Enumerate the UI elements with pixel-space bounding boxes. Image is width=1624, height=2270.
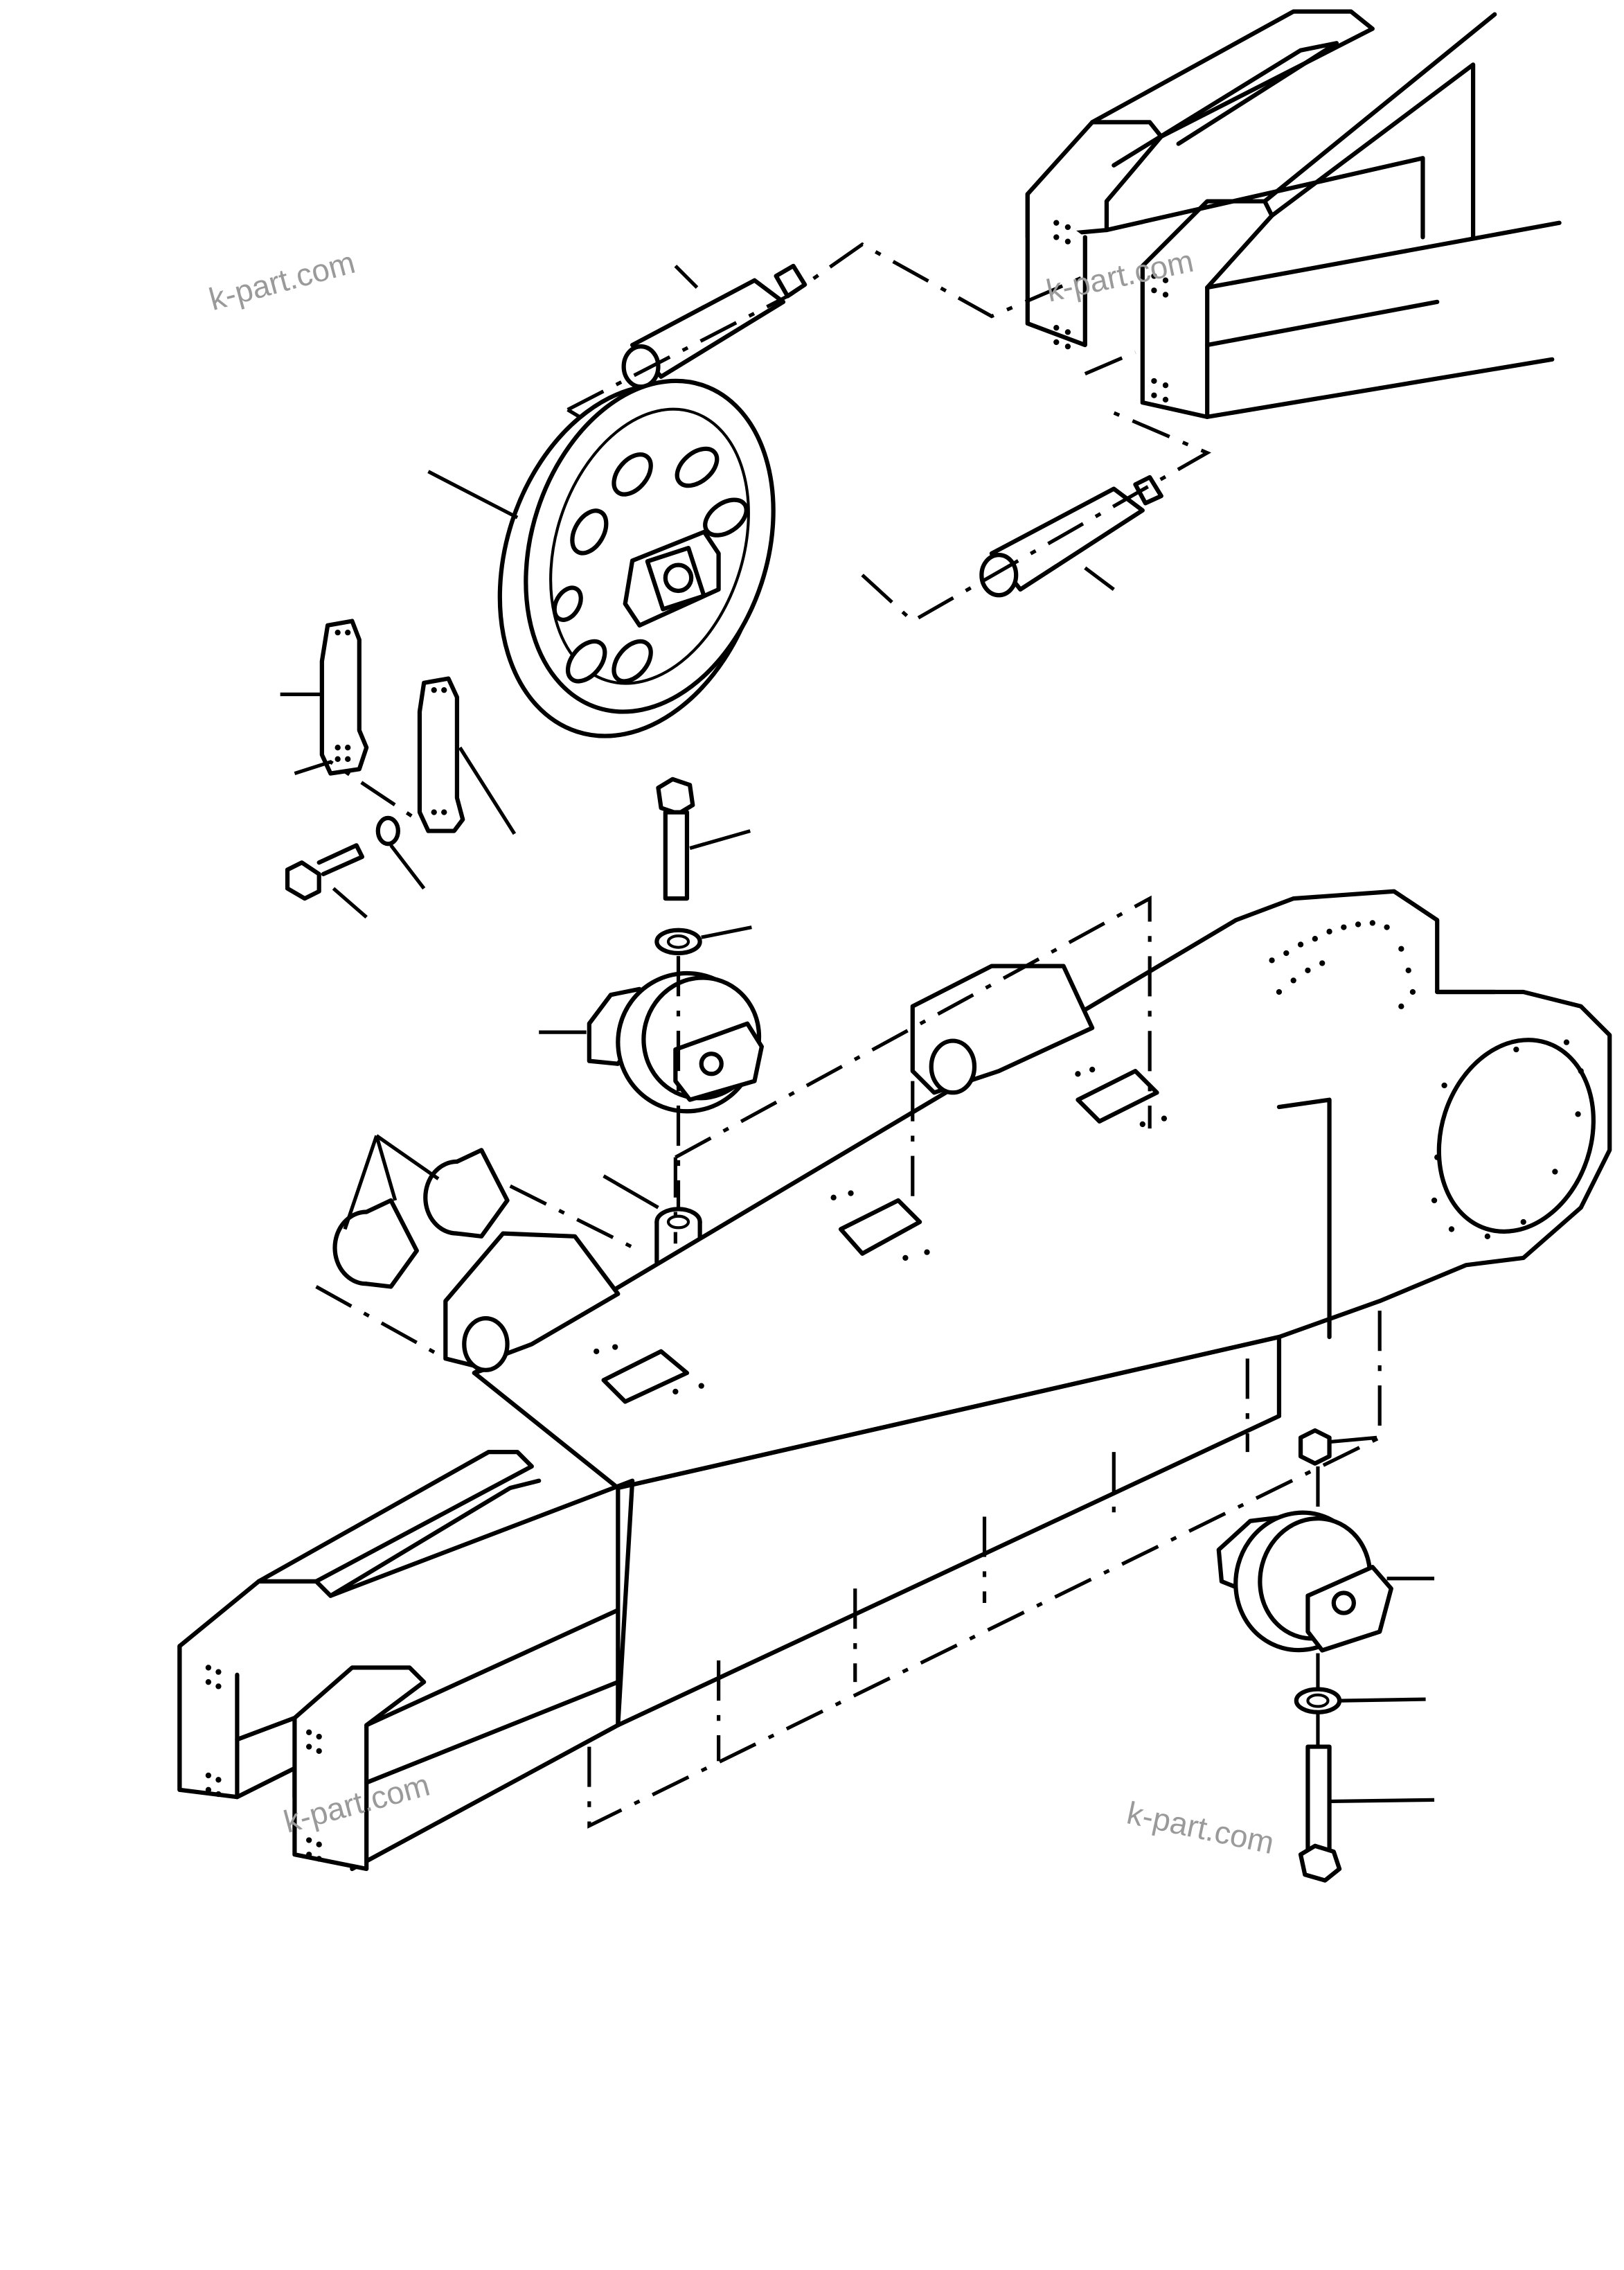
carrier-roller-lower bbox=[1216, 1510, 1435, 1653]
watermark-top-left: k-part.com bbox=[206, 245, 359, 317]
hex-bolt-lower bbox=[1298, 1744, 1435, 1883]
main-track-frame bbox=[177, 889, 1612, 1872]
guard-plate-left bbox=[280, 619, 369, 776]
idler-wheel bbox=[427, 378, 776, 738]
hex-bolt-upper bbox=[656, 777, 751, 901]
washer-upper bbox=[654, 925, 752, 956]
bolt-small bbox=[285, 843, 368, 919]
guard-plate-right bbox=[417, 676, 517, 835]
washer-lower bbox=[1294, 1687, 1426, 1714]
bushing-pair bbox=[332, 1134, 510, 1289]
upper-track-frame bbox=[1025, 9, 1562, 419]
nut-lower bbox=[1298, 1428, 1377, 1466]
watermark-bottom-right: k-part.com bbox=[1124, 1795, 1277, 1861]
carrier-roller-upper bbox=[539, 970, 764, 1114]
spring-washer bbox=[375, 815, 426, 890]
